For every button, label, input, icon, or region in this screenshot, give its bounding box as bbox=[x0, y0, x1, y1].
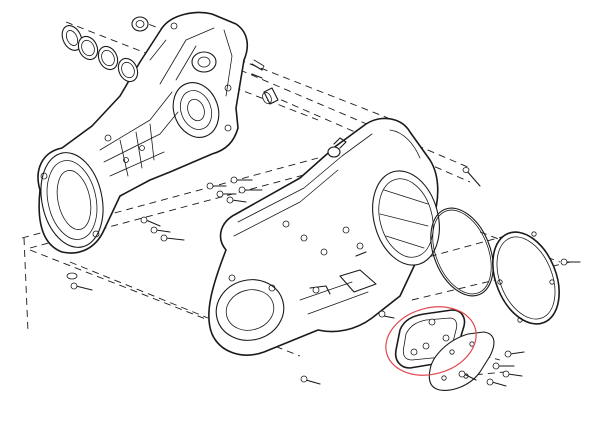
right-side-screws bbox=[300, 167, 581, 387]
clutch-cover-gasket bbox=[430, 207, 494, 297]
seal-and-bearing-stack bbox=[61, 16, 279, 105]
derby-cover bbox=[492, 231, 560, 325]
inner-primary-housing bbox=[37, 11, 249, 254]
inner-housing-fasteners bbox=[66, 73, 263, 291]
highlight-marker bbox=[385, 306, 477, 376]
outer-primary-cover bbox=[208, 117, 440, 356]
